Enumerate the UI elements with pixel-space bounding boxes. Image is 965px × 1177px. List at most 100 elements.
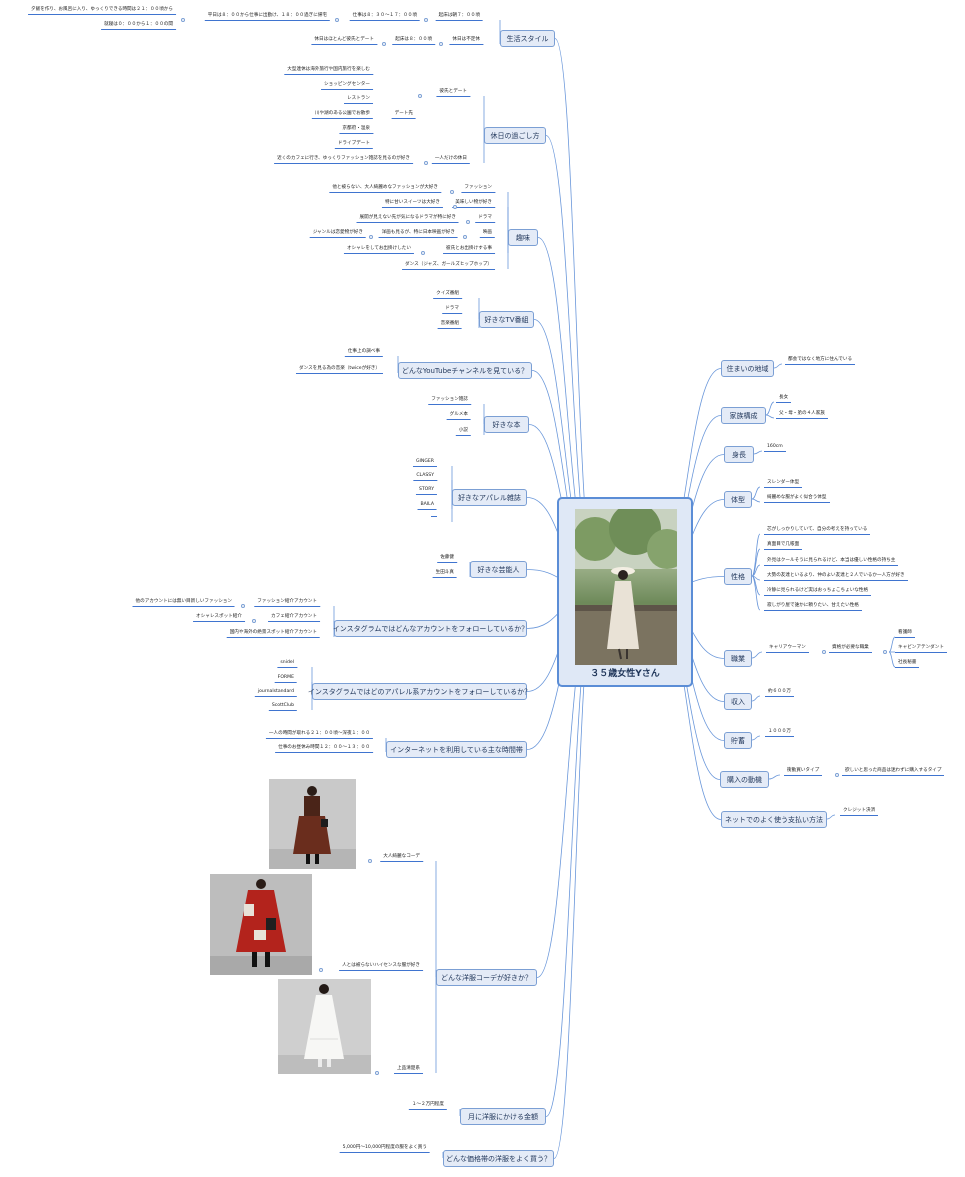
holiday-place-5: ドライブデート bbox=[334, 141, 373, 149]
collapse-toggle-icon[interactable] bbox=[335, 18, 339, 22]
topic-hobby[interactable]: 趣味 bbox=[508, 229, 538, 246]
hobby-movie: 映画 bbox=[479, 230, 495, 238]
woman-photo bbox=[575, 509, 677, 665]
motive-detail: 欲しいと思った商品は迷わずに購入するタイプ bbox=[842, 768, 945, 776]
insta-apparel-item-2: journalstandard bbox=[254, 689, 297, 697]
topic-body[interactable]: 体型 bbox=[724, 491, 752, 508]
job-qualified: 資格が必要な職業 bbox=[829, 645, 872, 653]
topic-monthly[interactable]: 月に洋服にかける金額 bbox=[460, 1108, 546, 1125]
collapse-toggle-icon[interactable] bbox=[421, 251, 425, 255]
topic-youtube[interactable]: どんなYouTubeチャンネルを見ている？ bbox=[398, 362, 532, 379]
personality-item-1: 真面目で几帳面 bbox=[764, 542, 803, 550]
central-topic[interactable]: ３５歳女性Yさん bbox=[557, 497, 693, 687]
tv-item-0: クイズ番組 bbox=[433, 291, 462, 299]
topic-area[interactable]: 住まいの地域 bbox=[721, 360, 774, 377]
connector bbox=[765, 414, 775, 419]
topic-tv[interactable]: 好きなTV番組 bbox=[479, 311, 534, 328]
collapse-toggle-icon[interactable] bbox=[424, 161, 428, 165]
topic-job[interactable]: 職業 bbox=[724, 650, 752, 667]
connector bbox=[751, 735, 761, 741]
collapse-toggle-icon[interactable] bbox=[369, 235, 373, 239]
collapse-toggle-icon[interactable] bbox=[319, 968, 323, 972]
brown-outfit-photo bbox=[269, 779, 356, 869]
topic-coordinate[interactable]: どんな洋服コーデが好きか？ bbox=[436, 969, 537, 986]
topic-payment[interactable]: ネットでのよく使う支払い方法 bbox=[721, 811, 827, 828]
collapse-toggle-icon[interactable] bbox=[241, 604, 245, 608]
monthly-item-0: １〜２万円程度 bbox=[408, 1102, 447, 1110]
collapse-toggle-icon[interactable] bbox=[252, 619, 256, 623]
insta-apparel-item-1: FORME bbox=[274, 675, 297, 683]
tv-item-1: ドラマ bbox=[442, 306, 462, 314]
celebrity-item-0: 佐藤健 bbox=[437, 555, 457, 563]
coordinate-item-2: 上品清楚系 bbox=[394, 1066, 423, 1074]
topic-price[interactable]: どんな価格帯の洋服をよく買う？ bbox=[443, 1150, 554, 1167]
job-item-1: キャビンアテンダント bbox=[895, 645, 947, 653]
collapse-toggle-icon[interactable] bbox=[382, 42, 386, 46]
connector bbox=[751, 564, 761, 577]
topic-insta-apparel[interactable]: インスタグラムではどのアパレル系アカウントをフォローしているか？ bbox=[308, 683, 531, 700]
topic-savings[interactable]: 貯蓄 bbox=[724, 732, 752, 749]
income-item-0: 約６００万 bbox=[765, 689, 794, 697]
topic-insta-accounts[interactable]: インスタグラムではどんなアカウントをフォローしているか？ bbox=[333, 620, 528, 637]
youtube-item-0: 仕事上の調べ事 bbox=[344, 349, 383, 357]
holiday-place-4: 京都府・温泉 bbox=[339, 126, 373, 134]
connector bbox=[753, 450, 763, 455]
coordinate-item-1: 人とは被らないハイセンスな服が好き bbox=[339, 963, 423, 971]
hobby-food: 美味しい物が好き bbox=[452, 200, 495, 208]
area-item-0: 都会ではなく地方に住んでいる bbox=[785, 357, 856, 365]
hobby-movie-genre: ジャンルは恋愛物が好き bbox=[309, 230, 366, 238]
collapse-toggle-icon[interactable] bbox=[181, 18, 185, 22]
personality-item-5: 寂しがり屋で誰かに頼りたい、甘えたい性格 bbox=[764, 603, 862, 611]
magazine-item-2: STORY bbox=[415, 487, 437, 495]
topic-family[interactable]: 家族構成 bbox=[721, 407, 766, 424]
topic-height[interactable]: 身長 bbox=[724, 446, 754, 463]
lifestyle-holiday-date: 休日はほとんど彼氏とデート bbox=[311, 37, 377, 45]
magazine-item-4 bbox=[431, 515, 437, 517]
job-career: キャリアウーマン bbox=[766, 645, 809, 653]
collapse-toggle-icon[interactable] bbox=[883, 650, 887, 654]
insta-cafe-detail: オシャレスポット紹介 bbox=[193, 614, 245, 622]
collapse-toggle-icon[interactable] bbox=[375, 1071, 379, 1075]
personality-item-4: 冷静に見られるけど実はおっちょこちょいな性格 bbox=[764, 588, 872, 596]
holiday-place-3: 川や湖のある公園でお散歩 bbox=[311, 111, 373, 119]
insta-fashion: ファッション紹介アカウント bbox=[254, 599, 320, 607]
job-item-0: 看護師 bbox=[895, 630, 915, 638]
topic-lifestyle[interactable]: 生活スタイル bbox=[500, 30, 555, 47]
topic-motive[interactable]: 購入の動機 bbox=[720, 771, 769, 788]
holiday-alone-detail: 近くのカフェに行き、ゆっくりファッション雑誌を見るのが好き bbox=[274, 156, 413, 164]
topic-book[interactable]: 好きな本 bbox=[484, 416, 529, 433]
connector bbox=[751, 575, 761, 611]
internet-item-0: 一人の時間が取れる２１：００頃〜深夜１：００ bbox=[265, 731, 373, 739]
lifestyle-holiday-wake: 起床は８：００頃 bbox=[392, 37, 435, 45]
personality-item-0: 芯がしっかりしていて、自分の考えを持っている bbox=[764, 527, 871, 535]
collapse-toggle-icon[interactable] bbox=[439, 42, 443, 46]
connector bbox=[751, 575, 761, 596]
topic-magazine[interactable]: 好きなアパレル雑誌 bbox=[452, 489, 527, 506]
collapse-toggle-icon[interactable] bbox=[424, 18, 428, 22]
connector bbox=[765, 401, 775, 416]
holiday-alone: 一人だけの休日 bbox=[431, 156, 470, 164]
topic-internet[interactable]: インターネットを利用している主な時間帯 bbox=[386, 741, 527, 758]
topic-celebrity[interactable]: 好きな芸能人 bbox=[470, 561, 527, 578]
collapse-toggle-icon[interactable] bbox=[466, 220, 470, 224]
hobby-fashion: ファッション bbox=[461, 185, 495, 193]
collapse-toggle-icon[interactable] bbox=[453, 205, 457, 209]
topic-personality[interactable]: 性格 bbox=[724, 568, 752, 585]
connector bbox=[751, 533, 761, 577]
book-item-2: 小説 bbox=[455, 428, 471, 436]
lifestyle-evening: 夕飯を作り、お風呂に入り、ゆっくりできる時間は２１：００頃から bbox=[28, 7, 176, 15]
collapse-toggle-icon[interactable] bbox=[835, 773, 839, 777]
connector bbox=[751, 548, 761, 577]
collapse-toggle-icon[interactable] bbox=[450, 190, 454, 194]
collapse-toggle-icon[interactable] bbox=[418, 94, 422, 98]
collapse-toggle-icon[interactable] bbox=[463, 235, 467, 239]
topic-holiday[interactable]: 休日の過ごし方 bbox=[484, 127, 546, 144]
insta-scenic: 国内や海外の絶景スポット紹介アカウント bbox=[226, 630, 320, 638]
holiday-date-place: デート先 bbox=[391, 111, 416, 119]
hobby-fashion-detail: 他と被らない、大人綺麗めなファッションが大好き bbox=[329, 185, 441, 193]
collapse-toggle-icon[interactable] bbox=[368, 859, 372, 863]
body-item-1: 綺麗めな服がよく似合う体型 bbox=[764, 495, 830, 503]
topic-income[interactable]: 収入 bbox=[724, 693, 752, 710]
collapse-toggle-icon[interactable] bbox=[822, 650, 826, 654]
